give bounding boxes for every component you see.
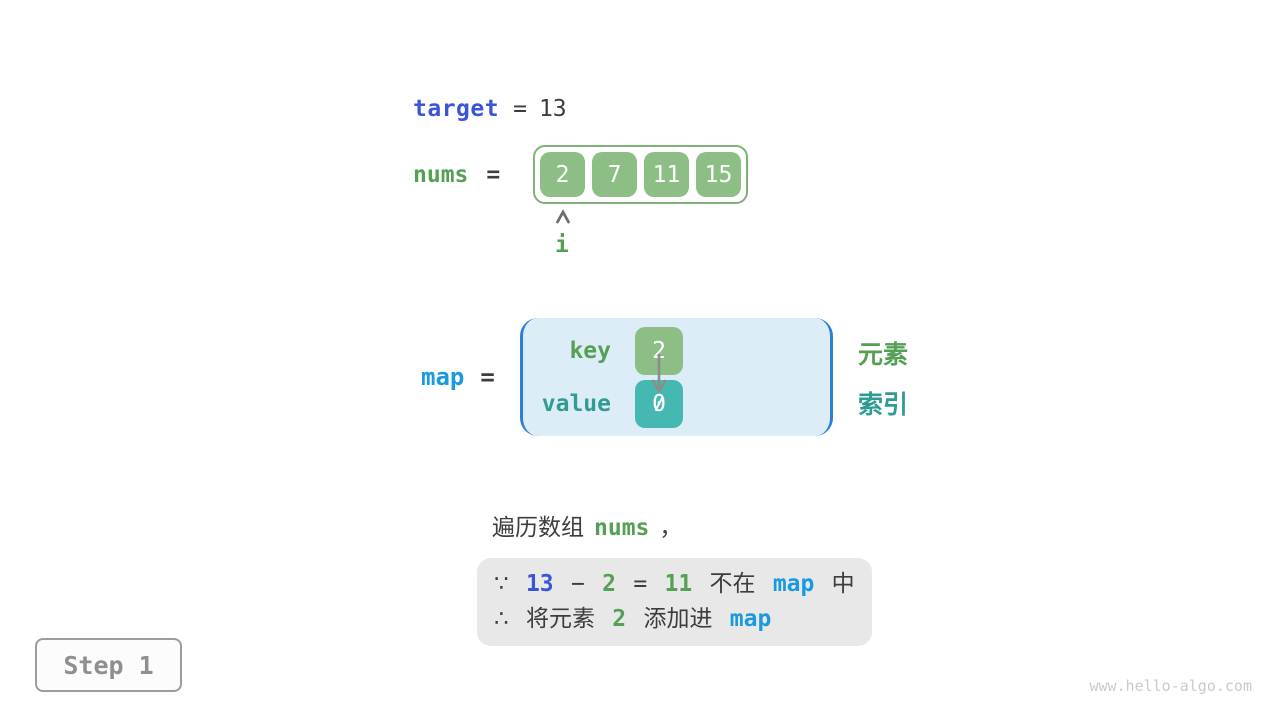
therefore-symbol: ∴ (494, 606, 509, 632)
caption-prefix: 遍历数组 (492, 515, 584, 541)
array-cell: 11 (644, 152, 689, 197)
note-minus: − (570, 571, 585, 597)
map-keyword: map (421, 363, 465, 391)
note-map-code-2: map (729, 606, 772, 632)
note-add-mid: 添加进 (643, 606, 713, 632)
step-badge: Step 1 (35, 638, 182, 692)
arrow-down-icon (649, 353, 669, 399)
array-cell: 2 (540, 152, 585, 197)
array-cell: 15 (696, 152, 741, 197)
caption-comma: ， (659, 515, 683, 541)
note-difference: 11 (664, 571, 693, 597)
note-equals: = (633, 571, 648, 597)
map-value-cell: 0 (635, 380, 683, 428)
caret-up-icon (554, 209, 572, 229)
note-element: 2 (612, 606, 627, 632)
map-equals: = (480, 363, 495, 391)
note-box: ∵ 13 − 2 = 11 不在 map 中 ∴ 将元素 2 添加进 map (477, 558, 872, 646)
note-line-1: ∵ 13 − 2 = 11 不在 map 中 (494, 567, 872, 602)
target-line: target = 13 (413, 95, 567, 123)
target-equals: = (513, 96, 527, 122)
because-symbol: ∵ (494, 571, 509, 597)
map-box: key 2 value 0 (520, 318, 833, 436)
caption-code: nums (594, 515, 650, 541)
target-keyword: target (413, 96, 500, 122)
target-value: 13 (538, 96, 567, 122)
note-add-prefix: 将元素 (525, 606, 595, 632)
note-line-2: ∴ 将元素 2 添加进 map (494, 602, 872, 637)
legend-element-label: 元素 (858, 340, 909, 369)
nums-keyword: nums (413, 162, 469, 188)
nums-array: 2 7 11 15 (533, 145, 748, 204)
nums-label: nums = (413, 161, 500, 189)
map-value-label: value (541, 391, 611, 417)
legend-index-label: 索引 (858, 390, 909, 419)
note-minuend: 13 (525, 571, 554, 597)
nums-equals: = (486, 162, 501, 188)
index-pointer-label: i (555, 232, 569, 258)
note-in-suffix: 中 (831, 571, 855, 597)
note-not-in: 不在 (709, 571, 756, 597)
map-label: map = (421, 363, 495, 391)
note-map-code: map (772, 571, 815, 597)
watermark: www.hello-algo.com (1089, 677, 1252, 695)
array-cell: 7 (592, 152, 637, 197)
map-key-label: key (569, 338, 611, 364)
note-subtrahend: 2 (602, 571, 616, 597)
traverse-caption: 遍历数组 nums ， (492, 514, 682, 542)
